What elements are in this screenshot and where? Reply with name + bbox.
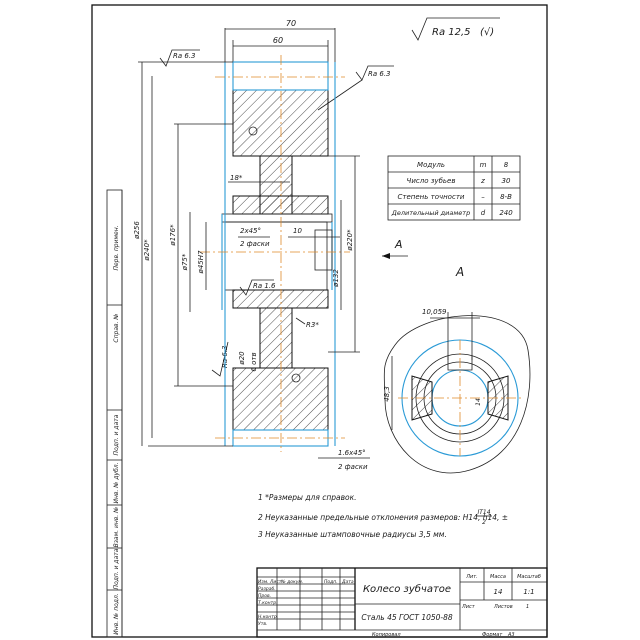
stamp-inv-dubl: Инв. № дубл. (113, 462, 120, 503)
tb-sheet: Лист (461, 604, 476, 610)
roughness-general-label: Ra 12,5 (432, 27, 471, 38)
param-sym-3: d (481, 209, 486, 217)
dim-d256: ø256 (133, 221, 141, 240)
width-dimensions: 70 60 (224, 19, 336, 62)
tb-col-doc: № докум. (280, 579, 303, 585)
param-sym-1: z (480, 177, 485, 185)
stamp-inv-podl: Инв. № подл. (113, 593, 120, 634)
dim-key-width: 10,059 (422, 308, 447, 316)
roughness-top: Ra 6.3 (173, 52, 196, 60)
dim-holes: 6 отв (250, 352, 258, 371)
tb-scale: 1:1 (523, 588, 534, 596)
dim-key-small: 14 (475, 398, 482, 406)
tb-lit: Лит. (465, 574, 478, 580)
dim-d20: ø20 (238, 351, 246, 366)
stamp-podp-1: Подп. и дата (113, 414, 120, 455)
dim-width-70: 70 (286, 19, 296, 28)
params-table: Модуль m 8 Число зубьев z 30 Степень точ… (387, 155, 521, 221)
technical-notes: 1 *Размеры для справок. 2 Неуказанные пр… (258, 493, 508, 539)
param-sym-2: – (481, 193, 485, 201)
tb-copied: Копировал (372, 632, 401, 638)
tb-sheets: Листов (493, 604, 513, 610)
tb-scale-header: Масштаб (517, 574, 541, 580)
stamp-vzam: Взам. инв. № (113, 507, 120, 548)
tb-role-prov: Пров. (258, 593, 271, 599)
tb-col-izm: Изм. Лист (258, 579, 282, 585)
side-stamp: Перв. примен. Справ. № Подп. и дата Инв.… (107, 225, 122, 635)
stamp-sprav: Справ. № (113, 313, 120, 342)
param-val-3: 240 (499, 209, 513, 217)
tb-role-nkontr: Н.контр. (258, 614, 278, 620)
dim-d240: ø240* (143, 239, 151, 262)
note-2: 2 Неуказанные предельные отклонения разм… (258, 513, 508, 522)
title-block: Изм. Лист № докум. Подп. Дата Разраб. Пр… (256, 567, 548, 638)
tb-part-name: Колесо зубчатое (363, 583, 451, 595)
tb-material: Сталь 45 ГОСТ 1050-88 (361, 613, 453, 622)
tb-format-val: А3 (507, 632, 515, 638)
param-val-1: 30 (502, 177, 511, 185)
dim-d75: ø75* (181, 253, 189, 271)
tb-format: Формат (482, 632, 503, 638)
param-sym-0: m (480, 161, 487, 169)
tb-col-podp: Подп. (324, 579, 338, 585)
dim-key-10: 10 (293, 227, 302, 235)
dim-chamfer-bore: 2х45° (240, 227, 261, 235)
roughness-others-label: (√) (480, 27, 494, 38)
view-arrow-label: A (394, 238, 403, 251)
general-roughness: Ra 12,5 (√) (411, 17, 500, 41)
dim-d45: ø45H7 (197, 250, 205, 274)
roughness-hub-top: Ra 6.3 (368, 70, 391, 78)
tb-sheets-val: 1 (526, 604, 529, 610)
dim-radius: R3* (306, 321, 319, 329)
dim-d176: ø176* (169, 224, 177, 247)
tb-col-date: Дата (341, 579, 354, 585)
view-arrow: A (382, 238, 408, 259)
param-name-3: Делительный диаметр (391, 209, 470, 217)
diameter-dimensions-right: ø220* ø132 (328, 155, 360, 353)
param-name-1: Число зубьев (407, 177, 456, 185)
dim-key-depth: 48,3 (383, 386, 391, 402)
view-a: A 10,059 48,3 14 (383, 265, 531, 474)
note-1: 1 *Размеры для справок. (258, 493, 357, 502)
roughness-bore: Ra 1.6 (253, 282, 276, 290)
note-it-num: IT14 (477, 509, 490, 516)
tb-role-utv: Утв. (258, 621, 267, 627)
dim-d132: ø132 (332, 269, 340, 288)
param-val-2: 8-В (500, 193, 512, 201)
dim-chamfer-rim-note: 2 фаски (338, 463, 368, 471)
gear-section (200, 55, 350, 452)
param-name-0: Модуль (417, 161, 445, 169)
dim-chamfer-rim: 1.6х45° (338, 449, 366, 457)
dim-width-60: 60 (273, 36, 283, 45)
dim-web-18: 18* (230, 174, 243, 182)
tb-mass-header: Масса (490, 574, 506, 580)
view-a-label: A (455, 265, 464, 279)
tb-mass: 14 (494, 588, 503, 596)
diameter-dimensions-left: ø256 ø240* ø176* ø75* ø45H7 (133, 61, 233, 447)
misc-dimensions: 18* 2х45° 2 фаски 10 R3* ø20 6 отв 1.6х4… (228, 174, 370, 471)
param-val-0: 8 (504, 161, 509, 169)
note-it-den: 2 (482, 519, 486, 526)
tb-role-tkontr: Т.контр. (258, 600, 278, 606)
note-3: 3 Неуказанные штамповочные радиусы 3,5 м… (258, 530, 447, 539)
stamp-podp-2: Подп. и дата (113, 548, 120, 589)
dim-d220: ø220* (346, 229, 354, 252)
param-name-2: Степень точности (398, 193, 465, 201)
dim-chamfer-bore-note: 2 фаски (240, 240, 270, 248)
tb-role-razrab: Разраб. (258, 586, 276, 592)
stamp-perv: Перв. примен. (113, 225, 120, 270)
